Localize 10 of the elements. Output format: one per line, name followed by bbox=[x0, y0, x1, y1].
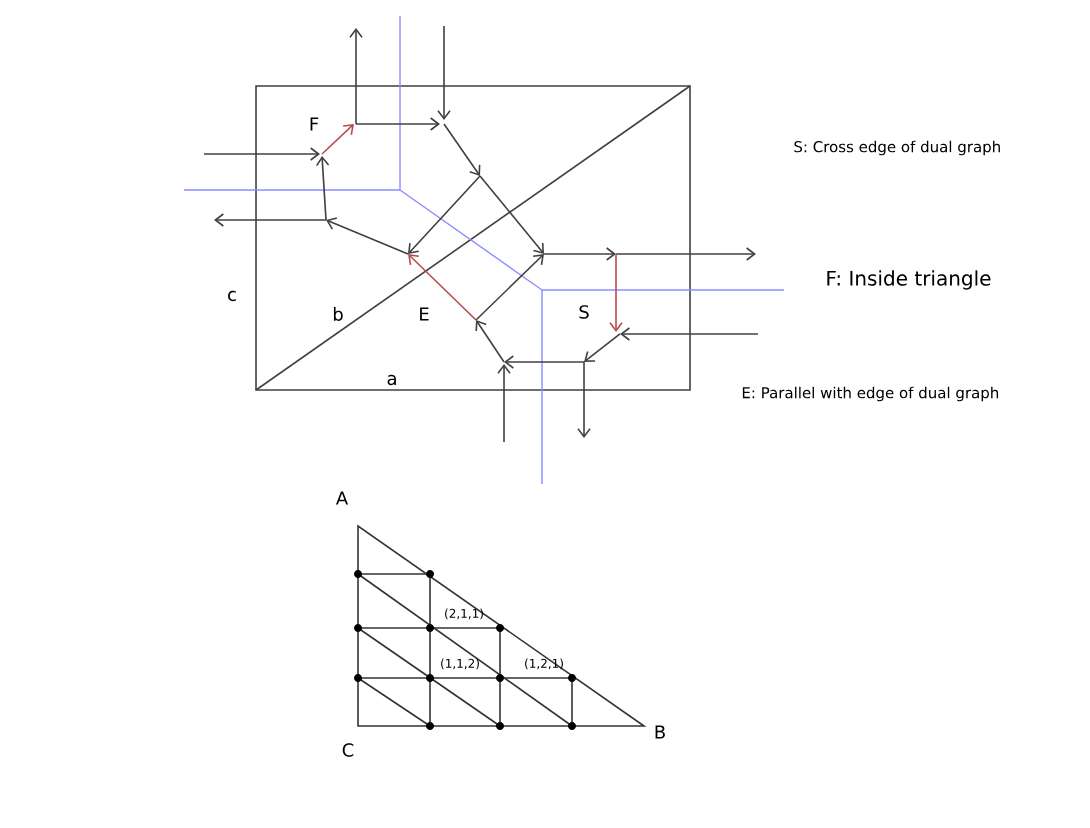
text-label: a bbox=[387, 374, 396, 386]
text-label: F bbox=[310, 117, 319, 131]
text-label: E bbox=[420, 307, 429, 321]
text-label: C bbox=[342, 743, 354, 757]
text-label: c bbox=[228, 290, 236, 302]
text-label: b bbox=[333, 307, 343, 321]
text-label: A bbox=[336, 491, 349, 505]
text-label: B bbox=[655, 725, 665, 739]
text-label: F: Inside triangle bbox=[827, 270, 991, 290]
text-label: S bbox=[579, 305, 589, 319]
